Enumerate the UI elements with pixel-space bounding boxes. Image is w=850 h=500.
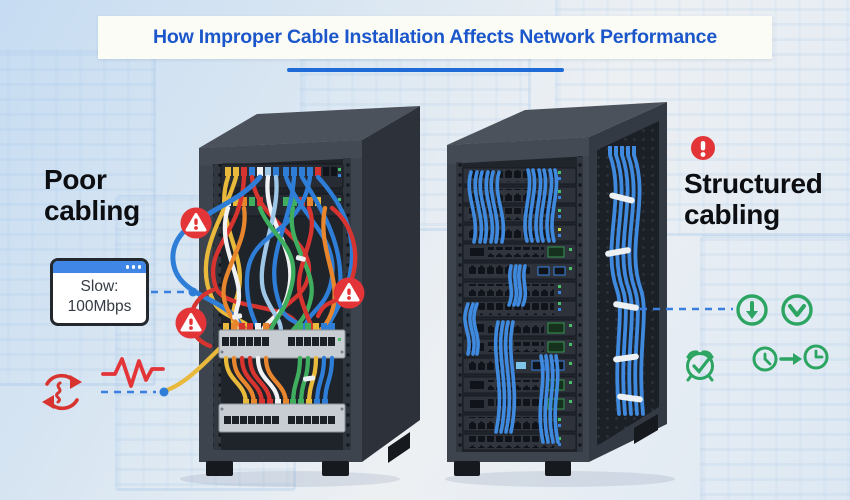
warning-triangle-icon	[174, 306, 208, 340]
warning-triangle-icon	[179, 206, 213, 240]
signal-jitter-icon	[101, 357, 165, 388]
browser-titlebar	[53, 261, 146, 273]
speed-label: Slow:	[80, 278, 119, 295]
side-cable-bundle	[605, 146, 646, 416]
download-speed-icon	[736, 294, 768, 326]
right-rack	[447, 102, 667, 476]
speed-connector-line	[151, 287, 198, 297]
sync-error-icon	[42, 373, 82, 411]
warning-triangle-icon	[332, 276, 366, 310]
speed-indicator-window: Slow: 100Mbps	[50, 258, 149, 326]
alarm-clock-check-icon	[686, 350, 714, 382]
cable-tie	[605, 192, 643, 403]
poor-cabling-label: Poor cabling	[44, 164, 140, 227]
left-rack-patch-panel-upper	[218, 323, 346, 359]
arrow-right-icon	[779, 353, 802, 365]
title-underline	[287, 68, 564, 72]
left-rack-patch-panel-lower	[218, 399, 346, 433]
structured-cable-bundles	[463, 168, 560, 444]
scroll-down-icon	[781, 294, 813, 326]
window-dots-icon	[125, 265, 141, 269]
jitter-connector-line	[101, 387, 169, 397]
speed-value: 100Mbps	[67, 298, 132, 316]
alert-icon	[691, 136, 715, 160]
background-rack-pattern	[700, 235, 850, 500]
structured-cabling-label: Structured cabling	[684, 168, 823, 231]
title-banner: How Improper Cable Installation Affects …	[98, 16, 772, 59]
left-rack	[161, 106, 420, 476]
page-title: How Improper Cable Installation Affects …	[153, 26, 717, 48]
rack-shadow	[445, 471, 675, 487]
clock-before-icon	[752, 346, 778, 372]
clock-after-icon	[803, 344, 829, 370]
background-rack-pattern	[0, 50, 156, 386]
